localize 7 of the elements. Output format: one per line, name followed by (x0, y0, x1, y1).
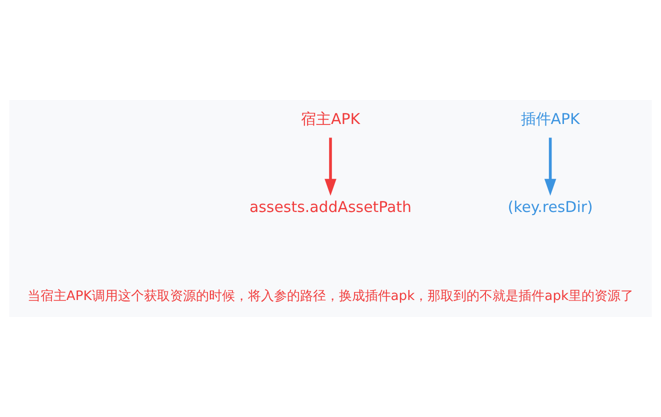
node-text: 宿主APK (300, 110, 360, 128)
arrow (324, 138, 336, 196)
node-text: 插件APK (520, 110, 580, 128)
label: 当宿主APK调用这个获取资源的时候，将入参的路径，换成插件apk，那取到的不就是插件apk里的资源了 (27, 288, 634, 304)
node-text: (key.resDir) (508, 198, 593, 216)
arrow (544, 138, 556, 196)
node-text: assests.addAssetPath (249, 198, 412, 216)
